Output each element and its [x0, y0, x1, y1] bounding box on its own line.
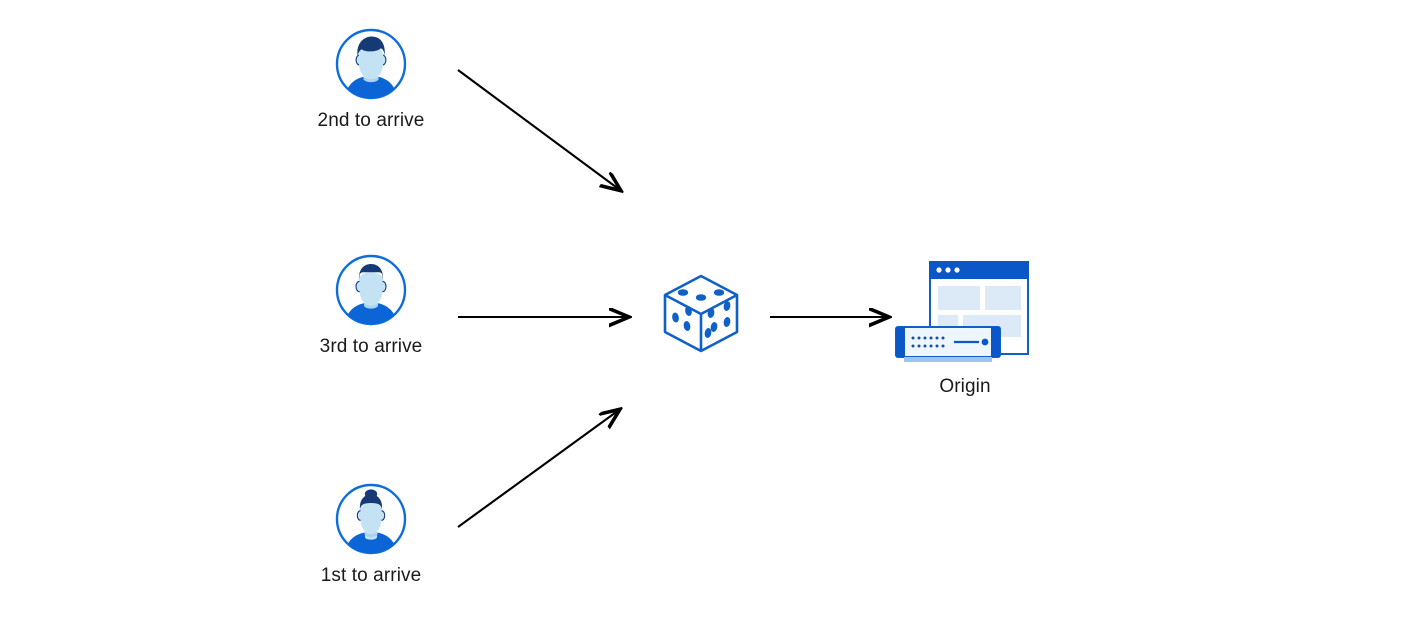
user-avatar-icon [334, 482, 408, 556]
dice-icon [658, 270, 744, 356]
node-label: Origin [939, 376, 991, 397]
arrow-2nd-to-dice [457, 69, 620, 190]
node-origin: Origin [890, 258, 1040, 399]
node-label: 2nd to arrive [317, 110, 425, 131]
user-avatar-icon [334, 253, 408, 327]
node-client-1st: 1st to arrive [315, 482, 427, 588]
server-appliance-icon [895, 326, 1001, 362]
node-client-3rd: 3rd to arrive [315, 253, 427, 359]
node-randomizer [658, 270, 744, 356]
node-label: 3rd to arrive [319, 336, 423, 357]
origin-server-icon [890, 258, 1040, 366]
node-label: 1st to arrive [320, 565, 422, 586]
arrow-1st-to-dice [457, 410, 619, 528]
user-avatar-icon [334, 27, 408, 101]
node-client-2nd: 2nd to arrive [315, 27, 427, 133]
